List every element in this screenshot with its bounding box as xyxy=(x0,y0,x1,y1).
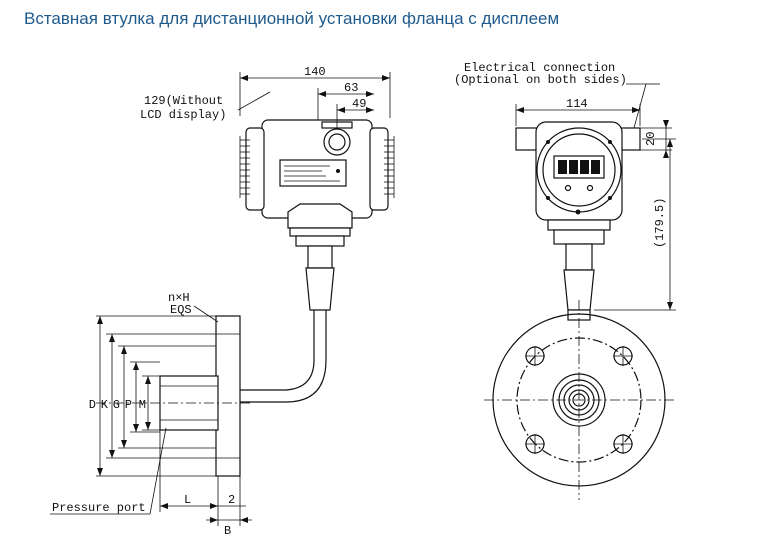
flange-holes-2: EQS xyxy=(170,303,192,317)
neck-collar xyxy=(289,227,351,237)
dim-M: M xyxy=(139,398,146,412)
pressure-port-label: Pressure port xyxy=(52,501,146,515)
dim-D: D xyxy=(89,398,96,412)
electrical-connection-2: (Optional on both sides) xyxy=(454,73,627,87)
lcd-digit-3 xyxy=(580,160,589,174)
flange-holes-1: n×H xyxy=(168,291,190,305)
nameplate xyxy=(279,159,347,187)
neck-nut xyxy=(295,235,345,247)
flange xyxy=(215,315,241,477)
dim-2: 2 xyxy=(228,493,235,507)
dim-63: 63 xyxy=(344,81,358,95)
dim-179-5: (179.5) xyxy=(653,198,667,248)
dim-K: K xyxy=(101,398,109,412)
front-neck-2 xyxy=(553,229,605,245)
dim-114: 114 xyxy=(566,97,588,111)
cooling-fins-right xyxy=(384,136,395,198)
stem-upper xyxy=(307,245,333,269)
dim-L: L xyxy=(184,493,191,507)
dim-B: B xyxy=(224,524,231,538)
front-stem xyxy=(565,243,593,271)
side-view xyxy=(50,72,395,526)
dim-G: G xyxy=(113,398,120,412)
page-title: Вставная втулка для дистанционной устано… xyxy=(24,9,560,28)
housing-neck xyxy=(287,203,353,229)
dim-P: P xyxy=(125,398,132,412)
note-without-display-2: LCD display) xyxy=(140,108,226,122)
conduit-left xyxy=(515,127,539,151)
housing-right-cap xyxy=(369,127,389,211)
lcd-digit-1 xyxy=(558,160,567,174)
cable-entry-inner xyxy=(328,133,346,151)
capillary-inner xyxy=(240,310,327,403)
capillary-outer xyxy=(240,310,315,391)
lcd-digit-4 xyxy=(591,160,600,174)
front-view xyxy=(484,83,676,500)
cable-entry-outer xyxy=(323,128,351,156)
housing-left-cap xyxy=(245,127,265,211)
display-ring-inner xyxy=(542,133,616,207)
cooling-fins-left xyxy=(239,136,250,198)
electrical-connection-1: Electrical connection xyxy=(464,61,615,75)
dim-140: 140 xyxy=(304,65,326,79)
lcd-digit-2 xyxy=(569,160,578,174)
stem-taper xyxy=(305,267,335,311)
front-neck-1 xyxy=(547,219,611,231)
note-without-display-1: 129(Without xyxy=(144,94,223,108)
dim-49: 49 xyxy=(352,97,366,111)
dim-20: 20 xyxy=(644,132,658,146)
